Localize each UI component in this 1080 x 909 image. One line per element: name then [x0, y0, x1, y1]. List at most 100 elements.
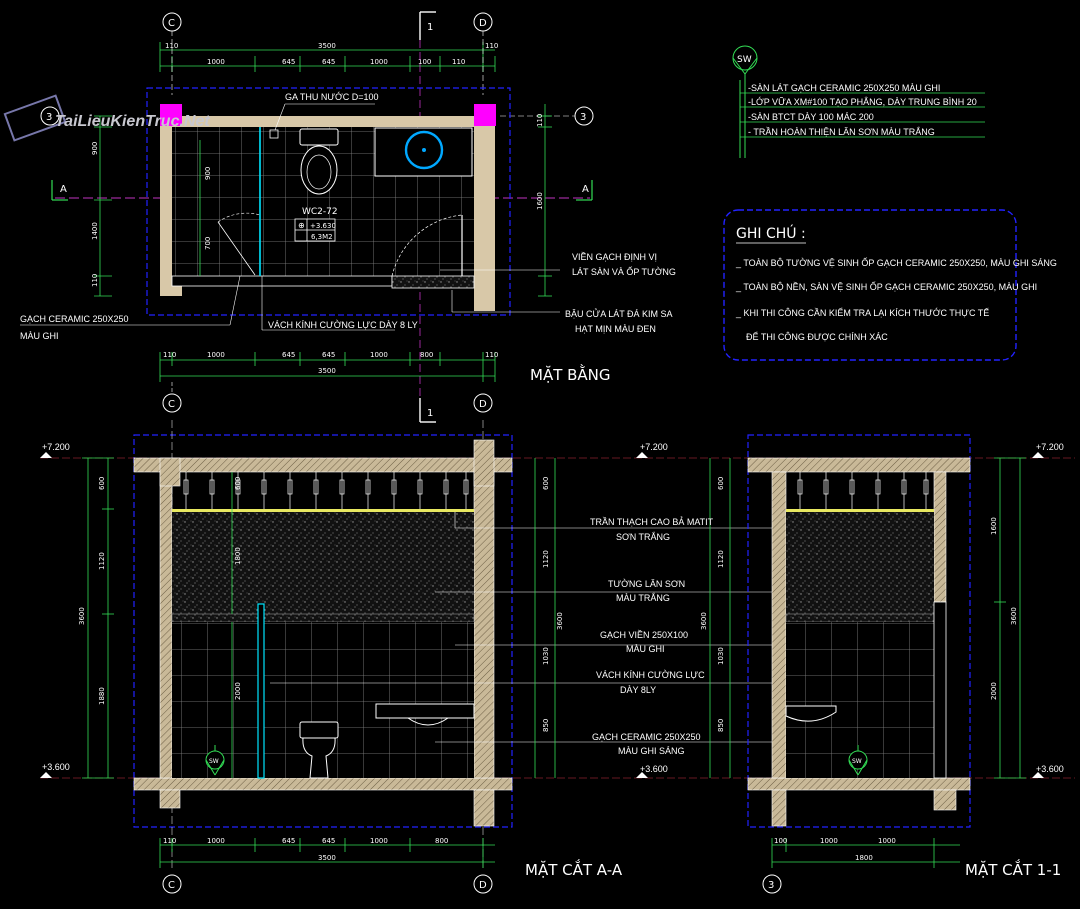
- sw-symbol: SW: [737, 55, 752, 65]
- level-marker-bottom-a: +3.600: [40, 762, 70, 778]
- svg-text:D: D: [479, 399, 487, 410]
- section-a-view: SW +7.200 +3.600 600 1120 1880 3600 600: [40, 420, 1075, 894]
- svg-text:+7.200: +7.200: [640, 442, 668, 452]
- watermark-logo: TaiLieuKienTruc.Net: [3, 94, 210, 142]
- grid-bubble-d-top: D: [473, 12, 493, 95]
- mid-dim-3: 1030: [542, 647, 550, 665]
- svg-text:3: 3: [580, 112, 586, 123]
- plan-inner-dim-2: 700: [204, 237, 212, 250]
- grid-bubble-3-section: 3: [762, 874, 782, 894]
- plan-top-dim-6: 645: [322, 58, 335, 66]
- svg-text:+3.600: +3.600: [42, 762, 70, 772]
- plan-bot-dim-4: 645: [322, 351, 335, 359]
- sw-line-3: -SÀN BTCT DÀY 100 MÁC 200: [748, 112, 874, 122]
- svg-text:+7.200: +7.200: [1036, 442, 1064, 452]
- column-right: [474, 104, 496, 126]
- a-inner-dim-600: 600: [234, 477, 242, 490]
- svg-text:+7.200: +7.200: [42, 442, 70, 452]
- note-3: _ KHI THI CÔNG CẦN KIỂM TRA LẠI KÍCH THƯ…: [735, 307, 989, 318]
- ceiling-hangers-a: [183, 472, 469, 510]
- level-marker-top-a: +7.200: [40, 442, 70, 458]
- plan-walls: [160, 104, 496, 311]
- plan-bot-dim-6: 800: [420, 351, 433, 359]
- section-labels: TRẦN THẠCH CAO BẢ MATIT SƠN TRẮNG TƯỜNG …: [270, 442, 860, 778]
- grid-bubble-3-plan-left: 3: [40, 106, 60, 126]
- label-gach-ceramic-2: MÀU GHI: [20, 331, 59, 341]
- plan-bot-dim-5: 1000: [370, 351, 388, 359]
- section-glass-partition-a: [257, 603, 265, 779]
- section-label-a-right: A: [582, 184, 589, 195]
- column-left: [160, 104, 182, 126]
- sw-line-4: - TRẦN HOÀN THIỆN LĂN SƠN MÀU TRẮNG: [748, 127, 935, 137]
- painted-wall-a: [172, 512, 474, 614]
- grid-bubble-d-section: D: [473, 874, 493, 894]
- mid-dim-6: 600: [717, 477, 725, 490]
- mid-dim-7: 1120: [717, 550, 725, 568]
- mid-dim-2: 1120: [542, 550, 550, 568]
- one-bot-dim-3: 1000: [878, 837, 896, 845]
- plan-view: 110 3500 110 1000 645 645 1000 100 110 C…: [20, 11, 676, 423]
- mid-dim-9: 850: [717, 719, 725, 732]
- plan-top-dim-2: 3500: [318, 42, 336, 50]
- grid-bubble-c-top: C: [162, 12, 182, 95]
- section-1-frame: [747, 434, 971, 828]
- floor-drain-icon: [269, 129, 279, 139]
- plan-top-dim-3: 110: [485, 42, 498, 50]
- plan-left-dim-2: 1400: [91, 222, 99, 240]
- label-vien-gach-2: LÁT SÀN VÀ ỐP TƯỜNG: [572, 266, 676, 277]
- a-bot-dim-5: 1000: [370, 837, 388, 845]
- sw-line-1: -SÀN LÁT GẠCH CERAMIC 250X250 MÀU GHI: [748, 83, 940, 93]
- room-level: +3.630: [310, 222, 336, 230]
- basin-counter-a: [375, 703, 475, 719]
- svg-text:D: D: [479, 880, 487, 891]
- a-bot-dim-3: 645: [282, 837, 295, 845]
- label-bau-cua-2: HẠT MỊN MÀU ĐEN: [575, 324, 656, 334]
- a-bot-dim-6: 800: [435, 837, 448, 845]
- sw-tag-1: SW: [848, 745, 868, 776]
- a-bot-dim-2: 1000: [207, 837, 225, 845]
- plan-left-dim-1: 900: [91, 142, 99, 155]
- section-a-left-dims: [82, 457, 233, 779]
- ceiling-hangers-1: [797, 472, 929, 510]
- plan-left-dimensions: [94, 115, 201, 297]
- border-tile-a: [171, 613, 475, 623]
- section-1-view: SW 1600 2000 3600 100 1000 1000 1800 +7.…: [747, 434, 1064, 894]
- label-ceramic-1: GẠCH CERAMIC 250X250: [592, 732, 701, 742]
- notes-box: GHI CHÚ : _ TOÀN BỘ TƯỜNG VỆ SINH ỐP GẠC…: [723, 209, 1057, 361]
- grid-bubble-3-plan: 3: [500, 106, 594, 126]
- sw-line-2: -LỚP VỮA XM#100 TẠO PHẲNG, DÀY TRUNG BÌN…: [748, 96, 977, 107]
- plan-bot-dim-2: 1000: [207, 351, 225, 359]
- plan-bot-dim-3: 645: [282, 351, 295, 359]
- plan-right-dim-1: 110: [536, 114, 544, 127]
- plan-inner-dim: 900: [204, 167, 212, 180]
- sw-tag-a: SW: [205, 745, 225, 776]
- section-a-frame: [133, 434, 513, 828]
- note-1: _ TOÀN BỘ TƯỜNG VỆ SINH ỐP GẠCH CERAMIC …: [735, 257, 1057, 268]
- a-dim-1880: 1880: [98, 687, 106, 705]
- mid-dim-4: 850: [542, 719, 550, 732]
- mid-dim-1: 600: [542, 477, 550, 490]
- plan-frame: [146, 87, 511, 316]
- grid-bubble-c-plan-bottom: C: [162, 382, 182, 413]
- title-plan: MẶT BẰNG: [530, 363, 611, 384]
- notes-title: GHI CHÚ :: [736, 224, 806, 242]
- one-bot-dim-2: 1000: [820, 837, 838, 845]
- ceiling-line-a: [172, 509, 474, 512]
- r-dim-2000: 2000: [990, 682, 998, 700]
- svg-text:C: C: [168, 399, 175, 410]
- door-sill: [391, 275, 475, 289]
- note-4: ĐỂ THI CÔNG ĐƯỢC CHÍNH XÁC: [746, 331, 888, 342]
- level-marker-bottom-mid: +3.600: [636, 764, 668, 778]
- plan-top-dim-9: 110: [452, 58, 465, 66]
- room-area: 6,3M2: [311, 233, 333, 241]
- label-ceramic-2: MÀU GHI SÁNG: [618, 746, 685, 756]
- section-a-bottom-dims: [159, 838, 495, 868]
- label-tran-1: TRẦN THẠCH CAO BẢ MATIT: [590, 516, 714, 527]
- level-symbol: ⊕: [298, 221, 305, 230]
- plan-top-dim-5: 645: [282, 58, 295, 66]
- label-gach-ceramic-1: GẠCH CERAMIC 250X250: [20, 314, 129, 324]
- sw-finish-box: SW -SÀN LÁT GẠCH CERAMIC 250X250 MÀU GHI…: [732, 45, 985, 158]
- plan-top-dim-7: 1000: [370, 58, 388, 66]
- r-dim-3600: 3600: [1010, 607, 1018, 625]
